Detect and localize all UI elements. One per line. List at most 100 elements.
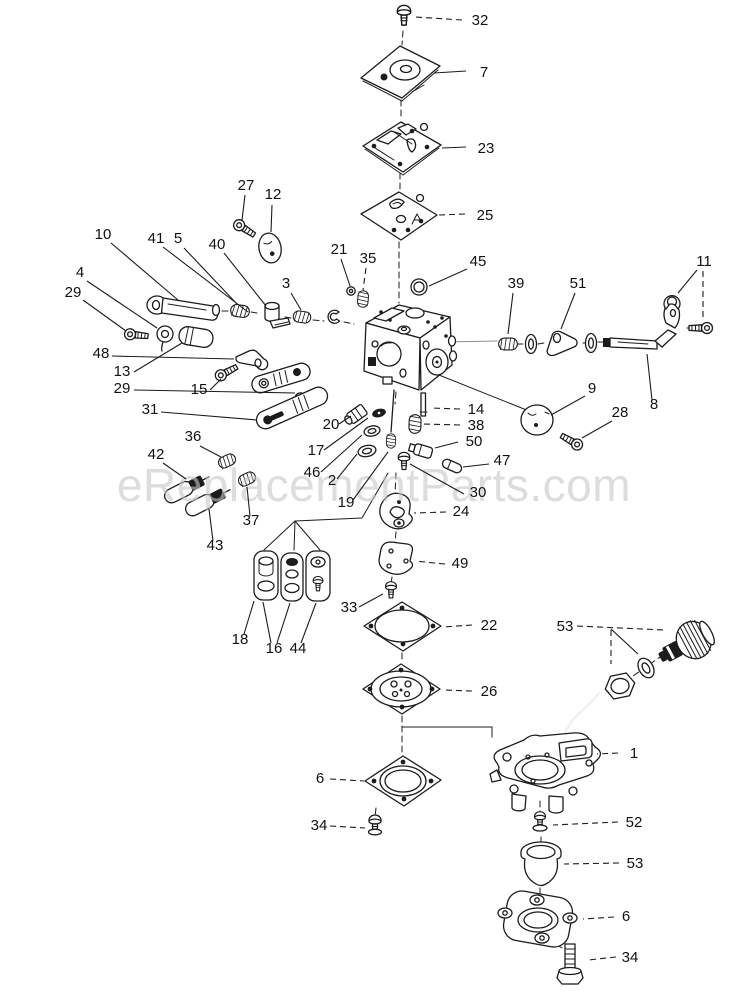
- part-number-label: 21: [331, 241, 348, 258]
- part-number-label: 51: [570, 275, 587, 292]
- part-18-kit-box: [253, 550, 279, 601]
- callout-leader-line: [409, 463, 465, 495]
- callout-leader-line: [576, 625, 665, 631]
- part-callout-29-21: 29: [114, 380, 296, 397]
- callout-leader-line: [223, 252, 267, 307]
- part-26-diaphragm: [362, 663, 441, 715]
- callout-leader-line: [429, 407, 461, 410]
- callout-leader-line: [270, 204, 273, 233]
- part-callout-34-56: 34: [587, 949, 638, 966]
- callout-leader-line: [438, 213, 466, 216]
- part-number-label: 27: [238, 177, 255, 194]
- part-38-spring: [408, 413, 422, 435]
- part-number-label: 37: [243, 512, 260, 529]
- callout-leader-line: [582, 916, 615, 920]
- part-53-primer-bulb: [520, 841, 562, 887]
- part-number-label: 31: [142, 401, 159, 418]
- part-number-label: 13: [114, 363, 131, 380]
- part-number-label: 39: [508, 275, 525, 292]
- part-27-choke-screw: [230, 216, 258, 241]
- callout-leader-line: [110, 242, 179, 301]
- part-19-needle-and-spring: [385, 389, 397, 449]
- part-callout-15-22: 15: [191, 378, 222, 398]
- part-callout-34-53: 34: [311, 817, 366, 834]
- part-11-screw: [688, 321, 714, 335]
- part-callout-12-5: 12: [265, 186, 282, 233]
- part-callout-53-48: 53: [557, 618, 665, 664]
- part-number-label: 29: [65, 284, 82, 301]
- part-washer: [584, 332, 598, 354]
- part-callout-8-26: 8: [646, 353, 658, 413]
- part-number-label: 19: [338, 494, 355, 511]
- part-washer: [524, 333, 538, 355]
- part-49-circuit-plate: [378, 541, 414, 575]
- part-13-screen-housing: [178, 326, 214, 348]
- part-40-swivel: [264, 301, 291, 329]
- part-callout-23-2: 23: [441, 140, 494, 157]
- part-number-label: 4: [76, 264, 84, 281]
- callout-leader-line: [338, 415, 352, 425]
- part-number-label: 12: [265, 186, 282, 203]
- part-11-c-clip: [663, 295, 681, 310]
- part-number-label: 49: [452, 555, 469, 572]
- part-number-label: 10: [95, 226, 112, 243]
- part-43-fuel-screen: [184, 488, 231, 517]
- callout-leader-line: [462, 463, 490, 468]
- part-number-label: 34: [311, 817, 328, 834]
- part-number-label: 24: [453, 503, 470, 520]
- part-callout-37-37: 37: [243, 486, 260, 529]
- part-22-gasket: [363, 601, 442, 652]
- part-number-label: 9: [588, 380, 596, 397]
- part-callout-22-47: 22: [442, 617, 497, 634]
- part-callout-20-31: 20: [323, 415, 352, 433]
- part-number-label: 47: [494, 452, 511, 469]
- callout-leader-line: [362, 267, 367, 291]
- callout-leader-line: [581, 420, 613, 439]
- part-callout-5-8: 5: [174, 230, 238, 305]
- part-number-label: 33: [341, 599, 358, 616]
- part-callout-48-19: 48: [93, 345, 235, 362]
- part-number-label: 26: [481, 683, 498, 700]
- part-number-label: 50: [466, 433, 483, 450]
- part-number-label: 20: [323, 416, 340, 433]
- part-number-label: 44: [290, 640, 307, 657]
- callout-leader-line: [86, 280, 158, 329]
- part-6-primer-retainer: [497, 890, 578, 948]
- part-e-clip: [327, 309, 341, 324]
- callout-leader-line: [208, 508, 214, 542]
- part-42-fuel-screen: [163, 475, 210, 504]
- part-callout-10-6: 10: [95, 226, 179, 301]
- part-callout-11-18: 11: [677, 253, 712, 320]
- callout-leader-line: [433, 70, 467, 74]
- part-34-bolt: [556, 943, 584, 985]
- part-callout-52-52: 52: [552, 814, 643, 831]
- part-number-label: 41: [148, 230, 165, 247]
- callout-leader-line: [199, 445, 222, 458]
- callout-leader-line: [246, 486, 251, 517]
- callout-leader-line: [183, 247, 238, 305]
- part-number-label: 7: [480, 64, 488, 81]
- part-callout-31-23: 31: [142, 401, 258, 421]
- part-callout-13-20: 13: [114, 342, 183, 380]
- part-number-label: 32: [472, 12, 489, 29]
- part-callout-33-43: 33: [341, 593, 384, 616]
- callout-leader-line: [443, 689, 473, 692]
- part-callout-53-54: 53: [563, 855, 643, 872]
- callout-leader-line: [413, 511, 447, 514]
- part-7-pump-cover: [360, 45, 441, 102]
- part-number-label: 52: [626, 814, 643, 831]
- callout-leader-line: [352, 451, 389, 501]
- part-10-throttle-lever: [146, 295, 221, 321]
- part-number-label: 14: [468, 401, 485, 418]
- part-29-screw-a: [123, 327, 150, 343]
- part-callout-47-36: 47: [462, 452, 511, 469]
- part-17-packing-washer: [372, 408, 386, 418]
- part-callout-7-1: 7: [433, 64, 488, 81]
- part-callout-51-17: 51: [560, 275, 587, 330]
- part-52-screw: [532, 811, 548, 832]
- part-16-kit-box: [280, 552, 304, 602]
- part-21-ring: [346, 286, 356, 296]
- part-callout-36-30: 36: [185, 428, 222, 458]
- part-53-washer: [637, 657, 655, 679]
